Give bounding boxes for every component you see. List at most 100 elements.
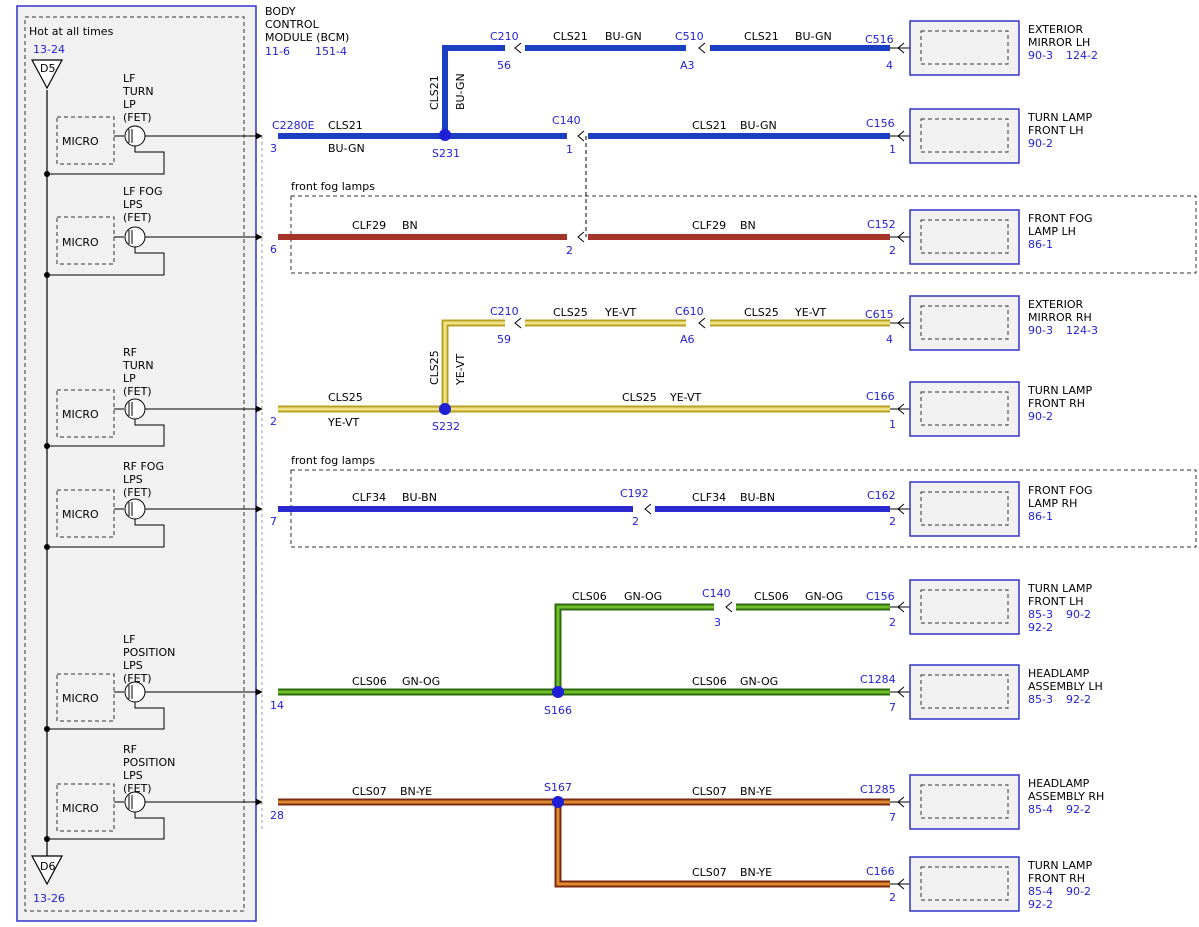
component-name: LAMP RH <box>1028 497 1077 510</box>
connector-c1285: C1285 <box>860 783 896 796</box>
connector-c210: C210 <box>490 305 519 318</box>
bcm-module: Hot at all times D5 13-24 D6 13-26 MICRO… <box>16 5 263 922</box>
component-ref: 90-2 <box>1028 137 1053 150</box>
wire-color-label: BU-GN <box>328 142 365 155</box>
pin-label: 2 <box>632 515 639 528</box>
c2280e-pin: 7 <box>270 515 277 528</box>
component-name: FRONT RH <box>1028 872 1085 885</box>
d6-label: D6 <box>40 860 55 873</box>
wire-color-label: BN-YE <box>740 785 772 798</box>
circuit-label: CLS07 <box>352 785 387 798</box>
component-ref: 90-3 <box>1028 49 1053 62</box>
bcm-title-1: BODY <box>265 5 296 18</box>
circuit-label: CLS06 <box>692 675 727 688</box>
d5-label: D5 <box>40 62 55 75</box>
circuit-label: CLS25 <box>622 391 657 404</box>
component-ref: 90-2 <box>1066 608 1091 621</box>
component-ref: 92-2 <box>1066 803 1091 816</box>
circuit-label: CLS21 <box>692 119 727 132</box>
component-name: MIRROR LH <box>1028 36 1090 49</box>
pin-label: 7 <box>889 701 896 714</box>
pin-label: 3 <box>714 616 721 629</box>
fog-group-label: front fog lamps <box>291 454 375 467</box>
c2280e-pin: 14 <box>270 699 284 712</box>
micro-label: MICRO <box>62 408 99 421</box>
component-inner <box>920 305 1009 340</box>
component-name: TURN LAMP <box>1027 582 1093 595</box>
component-name: FRONT RH <box>1028 397 1085 410</box>
bcm-ref-1: 11-6 <box>265 45 290 58</box>
driver-label: RF <box>123 743 137 756</box>
circuit-label: CLS25 <box>744 306 779 319</box>
driver-label: LPS <box>123 659 143 672</box>
pin-label: 1 <box>889 418 896 431</box>
component-frame <box>909 579 1020 635</box>
wire-color-label: BU-BN <box>740 491 775 504</box>
bcm-frame <box>16 5 257 922</box>
splice-s166-label: S166 <box>544 704 572 717</box>
driver-label: (FET) <box>123 672 152 685</box>
pin-label: 2 <box>889 891 896 904</box>
circuit-label: CLS07 <box>692 866 727 879</box>
driver-label: LPS <box>123 769 143 782</box>
c2280e-pin: 6 <box>270 243 277 256</box>
c2280e-pin: 3 <box>270 142 277 155</box>
splice-s232-icon <box>439 403 451 415</box>
circuit-cls06 <box>278 603 890 698</box>
wire-color-label: BU-GN <box>454 73 467 110</box>
pin-label: 2 <box>566 244 573 257</box>
component-name: HEADLAMP <box>1028 777 1090 790</box>
component-frame <box>909 481 1020 537</box>
splice-s232-label: S232 <box>432 420 460 433</box>
splice-s167-label: S167 <box>544 781 572 794</box>
circuit-label: CLS07 <box>692 785 727 798</box>
bcm-title-3: MODULE (BCM) <box>265 31 349 44</box>
driver-lf-turn: MICRO LF TURN LP (FET) <box>44 72 263 177</box>
connector-c140: C140 <box>702 587 731 600</box>
driver-label: LP <box>123 372 136 385</box>
driver-label: (FET) <box>123 486 152 499</box>
micro-label: MICRO <box>62 508 99 521</box>
component-ref: 86-1 <box>1028 510 1053 523</box>
connector-c192: C192 <box>620 487 649 500</box>
component-arrows <box>890 42 910 890</box>
driver-lf-position: MICRO LF POSITION LPS (FET) <box>44 633 263 732</box>
driver-label: (FET) <box>123 385 152 398</box>
circuit-label: CLS25 <box>328 391 363 404</box>
driver-label: RF <box>123 346 137 359</box>
micro-label: MICRO <box>62 135 99 148</box>
component-name: TURN LAMP <box>1027 111 1093 124</box>
driver-label: LF <box>123 72 135 85</box>
fet-icon <box>124 791 146 813</box>
circuit-label: CLF34 <box>352 491 386 504</box>
wire-color-label: GN-OG <box>805 590 843 603</box>
circuit-label: CLF29 <box>352 219 386 232</box>
hot-label: Hot at all times <box>29 25 114 38</box>
wire-color-label: BN <box>740 219 756 232</box>
component-name: MIRROR RH <box>1028 311 1092 324</box>
pin-label: 4 <box>886 59 893 72</box>
fog-group-label: front fog lamps <box>291 180 375 193</box>
component-inner <box>920 674 1009 709</box>
c2280e-label: C2280E <box>272 119 315 132</box>
component-frame <box>909 209 1020 265</box>
driver-label: LF FOG <box>123 185 162 198</box>
component-name: TURN LAMP <box>1027 859 1093 872</box>
connector-c510: C510 <box>675 30 704 43</box>
pin-label: 59 <box>497 333 511 346</box>
component-inner <box>920 784 1009 819</box>
wire-color-label: GN-OG <box>740 675 778 688</box>
component-ref: 124-3 <box>1066 324 1098 337</box>
circuit-label: CLS25 <box>553 306 588 319</box>
component-name: EXTERIOR <box>1028 23 1084 36</box>
component-ref: 90-2 <box>1028 410 1053 423</box>
driver-label: POSITION <box>123 646 175 659</box>
driver-label: LPS <box>123 198 143 211</box>
component-inner <box>920 30 1009 65</box>
splice-s166-icon <box>552 686 564 698</box>
